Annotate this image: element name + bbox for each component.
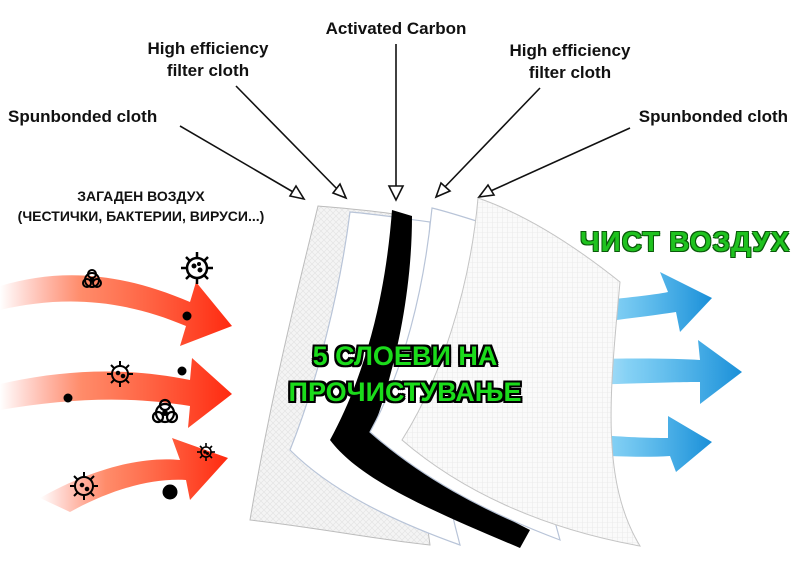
center-line2: ПРОЧИСТУВАЊЕ [288,377,522,407]
layer-spunbonded-outer [401,197,642,547]
clean-air-label: ЧИСТ ВОЗДУХ [580,226,791,257]
polluted-air-arrows [0,275,232,512]
layer-activated-carbon [330,210,530,548]
biohazard-icon [151,398,179,424]
pointer-head-2 [331,182,348,200]
filter-layers [249,197,642,548]
label-hef-left: High efficiency filter cloth [128,38,288,82]
pointer-head-3 [387,185,405,202]
clean-arrow-2 [550,340,742,404]
pointer-head-4 [434,181,452,199]
center-line1: 5 СЛОЕВИ НА [312,341,498,371]
pointer-head-5 [477,183,496,199]
polluted-air-line2: (ЧЕСТИЧКИ, БАКТЕРИИ, ВИРУСИ...) [17,208,265,224]
polluted-air-line1: ЗАГАДЕН ВОЗДУХ [77,188,205,204]
polluted-arrow-3 [40,438,228,512]
particle-icon [177,366,187,376]
center-layers-label: 5 СЛОЕВИ НА ПРОЧИСТУВАЊЕ [270,338,540,410]
label-spunbonded-right: Spunbonded cloth [638,107,788,126]
pointer-hef-right [439,87,541,193]
pointer-head-1 [288,184,306,201]
pollutant-icons [63,252,215,500]
pointer-hef-left [235,85,343,195]
label-hef-right-line1: High efficiency [509,41,631,60]
label-hef-right: High efficiency filter cloth [490,40,650,84]
pointer-spunbonded-left [179,125,301,197]
particle-icon [182,311,192,321]
polluted-air-label: ЗАГАДЕН ВОЗДУХ (ЧЕСТИЧКИ, БАКТЕРИИ, ВИРУ… [10,186,272,226]
label-hef-right-line2: filter cloth [528,63,612,82]
bacteria-icon [70,472,98,500]
particle-icon [162,484,178,500]
particle-icon [63,393,73,403]
label-activated-carbon: Activated Carbon [325,19,467,38]
polluted-arrow-2 [0,358,232,428]
pointer-spunbonded-right [483,127,631,195]
label-hef-left-line2: filter cloth [166,61,250,80]
label-hef-left-line1: High efficiency [147,39,269,58]
pointer-arrows [179,44,631,202]
bacteria-icon [107,361,133,387]
clean-arrow-3 [540,416,712,472]
biohazard-icon [82,269,102,288]
virus-icon [181,252,213,284]
label-spunbonded-left: Spunbonded cloth [8,107,158,126]
virus-icon [197,443,215,461]
polluted-arrow-1 [0,275,232,346]
